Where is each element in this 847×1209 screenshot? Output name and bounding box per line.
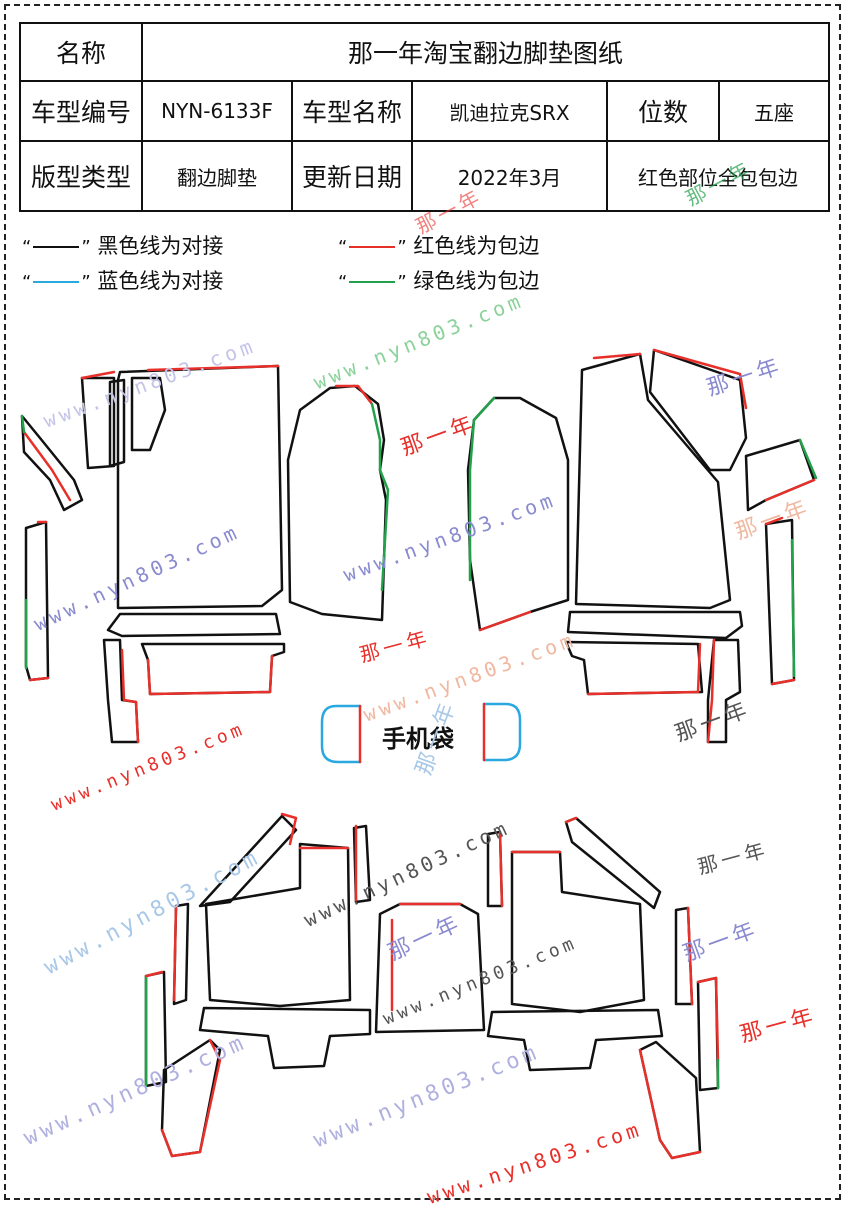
driver-side-panel (80, 376, 116, 470)
rear-left-main (204, 842, 352, 1008)
seats-value: 五座 (717, 80, 831, 142)
right-vertical-strip-green (790, 538, 796, 678)
driver-bottom-strip (106, 612, 282, 638)
driver-heel-pad-red (146, 654, 274, 696)
left-edge-piece (20, 414, 84, 512)
model-code-label: 车型编号 (19, 80, 143, 142)
front-left-mats (20, 364, 390, 744)
legend-red-text: 红色线为包边 (413, 234, 540, 258)
seats-label: 位数 (606, 80, 720, 142)
phone-bag-label: 手机袋 (382, 725, 454, 753)
rear-left-wing (198, 814, 298, 908)
model-name-value: 凯迪拉克SRX (411, 80, 608, 142)
phone-bag-left-blue (320, 704, 362, 764)
spec-table: 名称 那一年淘宝翻边脚垫图纸 车型编号 NYN-6133F 车型名称 凯迪拉克S… (19, 22, 831, 212)
rear-right-outer-red (696, 976, 720, 1062)
legend-blue: “” 蓝色线为对接 (22, 269, 224, 293)
right-vertical-strip-red (764, 516, 796, 686)
date-label: 更新日期 (291, 140, 413, 212)
passenger-tunnel-red (478, 610, 532, 632)
passenger-bottom-strip (566, 610, 744, 640)
driver-l-piece-red (120, 648, 140, 744)
legend-red: “” 红色线为包边 (338, 234, 540, 258)
blue-line-swatch (33, 281, 80, 283)
passenger-heel-pad-red (586, 642, 702, 696)
passenger-main-mat-red (592, 352, 642, 360)
driver-tunnel-green (370, 402, 390, 592)
name-label: 名称 (19, 22, 143, 82)
rear-right-low-red (638, 1048, 702, 1160)
left-edge-piece-green (20, 414, 26, 434)
red-line-swatch (349, 246, 396, 248)
rear-right-wing-red (564, 816, 578, 824)
rear-right-main (510, 850, 646, 1014)
legend-black-text: 黑色线为对接 (97, 234, 224, 258)
black-line-swatch (33, 246, 80, 248)
type-label: 版型类型 (19, 140, 143, 212)
binding-note: 红色部位全包包边 (605, 140, 831, 212)
rear-left-strip-red (172, 904, 178, 1002)
rear-middle-hump-red (390, 902, 462, 1012)
rear-left-outer-red (144, 970, 164, 978)
driver-side-panel-red (80, 370, 116, 380)
rear-right-outer (696, 976, 720, 1092)
legend-black: “” 黑色线为对接 (22, 234, 224, 258)
rear-right-low (638, 1040, 702, 1160)
phone-bag-right-blue (482, 702, 522, 762)
driver-heel-pad (140, 642, 286, 696)
rear-left-wing-red (280, 812, 298, 846)
rear-right-step (486, 1008, 664, 1072)
passenger-tunnel-green (468, 396, 496, 582)
date-value: 2022年3月 (411, 140, 608, 212)
left-edge-piece-red (22, 430, 72, 502)
rear-right-strip-red (686, 906, 694, 1006)
driver-main-mat-red-edge (146, 364, 280, 372)
legend-green-text: 绿色线为包边 (413, 269, 540, 293)
right-edge-piece-red (764, 478, 816, 502)
model-name-label: 车型名称 (291, 80, 413, 142)
driver-tunnel-piece (286, 384, 388, 622)
driver-tunnel-red (334, 384, 374, 406)
passenger-heel-pad (564, 640, 704, 696)
rear-left-step (198, 1006, 372, 1070)
phone-bags (320, 702, 522, 764)
right-edge-piece-green (798, 438, 818, 480)
rear-mats (144, 812, 720, 1160)
legend-green: “” 绿色线为包边 (338, 269, 540, 293)
passenger-main-mat (574, 352, 732, 610)
front-right-mats (466, 348, 818, 744)
left-vertical-strip (24, 520, 50, 682)
rear-left-low-red (160, 1038, 222, 1158)
type-value: 翻边脚垫 (141, 140, 293, 212)
passenger-l-piece-red (706, 638, 716, 744)
passenger-l-piece (706, 638, 742, 744)
left-vertical-strip-red (28, 520, 50, 682)
right-vertical-strip (764, 518, 796, 686)
drawing-title: 那一年淘宝翻边脚垫图纸 (140, 22, 831, 82)
legend-blue-text: 蓝色线为对接 (97, 269, 224, 293)
green-line-swatch (349, 281, 396, 283)
model-code-value: NYN-6133F (141, 80, 293, 142)
rear-middle-small-right-red (498, 830, 504, 908)
page-border (4, 4, 841, 1200)
passenger-side-panel-red (652, 348, 748, 410)
